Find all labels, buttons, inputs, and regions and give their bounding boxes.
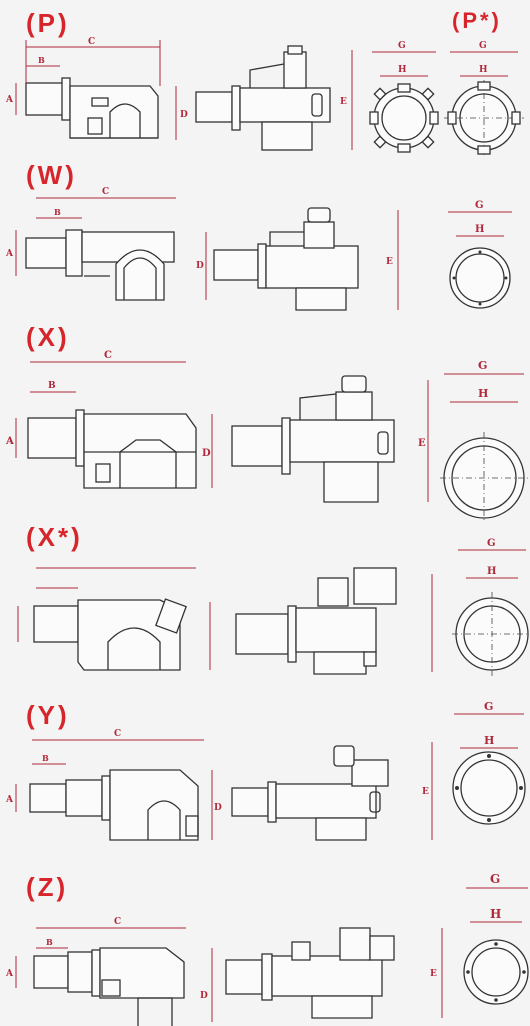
burner-front-view-p <box>195 45 331 151</box>
flange-view-p-star <box>444 51 524 156</box>
burner-front-view-y <box>231 745 389 841</box>
dim-label-a: A <box>5 249 14 259</box>
series-label-w: (W) <box>26 160 77 190</box>
dim-label-e: E <box>418 438 426 449</box>
dim-label-g: G <box>487 538 496 549</box>
dim-label-g: G <box>475 200 484 211</box>
dim-label-a: A <box>5 969 14 979</box>
dim-label-d: D <box>214 803 222 813</box>
series-label-p: (P) <box>26 8 70 38</box>
dim-label-h: H <box>478 387 488 400</box>
dim-label-a: A <box>5 795 14 805</box>
dim-label-d: D <box>200 991 208 1001</box>
dim-label-e: E <box>386 257 393 267</box>
dim-label-b: B <box>54 207 61 217</box>
dim-label-g2: G <box>479 41 487 51</box>
dim-label-b: B <box>42 753 49 763</box>
burner-front-view-x <box>231 375 395 503</box>
burner-side-view-z <box>33 947 185 1026</box>
section-w: (W) C B A D E <box>0 160 530 320</box>
burner-front-view-w <box>213 207 359 311</box>
dim-label-c: C <box>88 37 95 47</box>
section-x: (X) C B A D E <box>0 322 530 522</box>
burner-side-view-w <box>25 229 175 301</box>
series-label-z: (Z) <box>26 872 69 902</box>
dim-label-g: G <box>398 41 406 51</box>
dimension-lines-p <box>15 40 177 140</box>
dim-label-b: B <box>46 937 53 947</box>
section-x-star: (X*) G H <box>0 522 530 702</box>
series-label-p-star: (P*) <box>452 8 502 33</box>
dim-label-a: A <box>5 95 14 105</box>
burner-front-view-z <box>225 927 395 1019</box>
diagram-p: C B A D E <box>5 37 524 156</box>
dim-label-g: G <box>490 872 500 886</box>
dim-label-h: H <box>490 907 501 921</box>
diagram-w: C B A D E G H <box>5 187 512 311</box>
flange-view-x <box>440 373 528 522</box>
diagram-z: C B A D E G H <box>5 872 529 1026</box>
dim-label-h: H <box>487 566 496 577</box>
dim-label-e: E <box>430 969 437 979</box>
dim-label-h: H <box>484 734 494 747</box>
section-z: (Z) C B A D E <box>0 872 530 1026</box>
flange-view-y <box>452 713 526 825</box>
dim-label-d: D <box>202 448 211 459</box>
dim-label-c: C <box>114 729 121 739</box>
dim-label-c: C <box>104 350 112 361</box>
series-label-x-star: (X*) <box>26 522 83 552</box>
dim-label-b: B <box>38 55 45 65</box>
dim-label-h: H <box>398 65 407 75</box>
diagram-x: C B A D E G H <box>5 350 528 522</box>
dim-label-d: D <box>196 261 204 271</box>
dim-label-g: G <box>478 359 487 372</box>
dim-label-g: G <box>484 700 493 713</box>
flange-view-z <box>463 887 529 1005</box>
series-label-y: (Y) <box>26 700 70 730</box>
burner-side-view-x <box>27 409 197 489</box>
dim-label-c: C <box>114 917 121 927</box>
dim-label-c: C <box>102 187 109 197</box>
burner-side-view-p <box>25 77 159 139</box>
dim-label-h2: H <box>479 65 488 75</box>
flange-view-p <box>369 51 439 153</box>
dim-label-e: E <box>340 97 347 107</box>
burner-side-view-x-star <box>33 598 187 671</box>
diagram-x-star: G H <box>17 538 530 678</box>
diagram-y: C B A D E G H <box>5 700 526 841</box>
dim-label-h: H <box>475 224 484 235</box>
burner-side-view-y <box>29 769 199 841</box>
section-p: (P) (P*) C B A D <box>0 0 530 170</box>
dim-label-d: D <box>180 110 188 120</box>
flange-view-x-star <box>452 549 530 678</box>
series-label-x: (X) <box>26 322 70 352</box>
section-y: (Y) C B A D E <box>0 700 530 860</box>
dim-label-e: E <box>422 787 429 797</box>
flange-view-w <box>448 211 512 309</box>
dim-label-b: B <box>48 381 56 391</box>
burner-front-view-x-star <box>235 567 397 675</box>
dim-label-a: A <box>5 436 14 447</box>
